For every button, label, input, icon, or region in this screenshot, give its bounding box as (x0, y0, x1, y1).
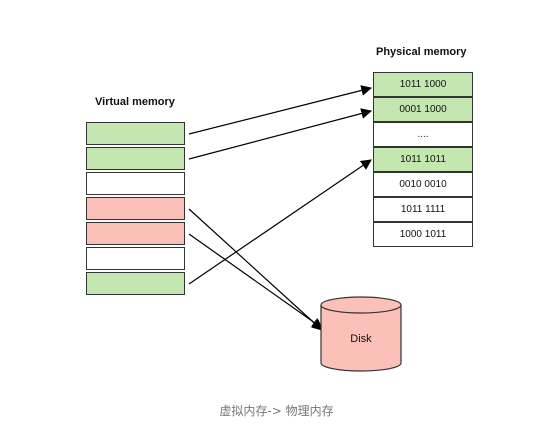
mapping-arrow (188, 159, 372, 285)
physical-memory-cell: 1000 1011 (373, 222, 473, 247)
physical-memory-cell: 1011 1111 (373, 197, 473, 222)
physical-memory-cell: 1011 1011 (373, 147, 473, 172)
disk-label: Disk (350, 333, 372, 345)
virtual-memory-block (86, 172, 185, 195)
virtual-memory-block (86, 222, 185, 245)
virtual-memory-block (86, 147, 185, 170)
physical-memory-cell: 0010 0010 (373, 172, 473, 197)
mapping-arrow (188, 108, 373, 160)
virtual-memory-block (86, 122, 185, 145)
mapping-arrow (188, 85, 373, 135)
virtual-memory-block (86, 197, 185, 220)
virtual-memory-block (86, 272, 185, 295)
disk-cylinder (320, 296, 402, 372)
physical-memory-cell: .... (373, 122, 473, 147)
virtual-memory-block (86, 247, 185, 270)
physical-memory-title: Physical memory (376, 46, 467, 58)
disk-arrow (188, 208, 323, 331)
disk-arrow (188, 233, 323, 329)
figure-caption: 虚拟内存-> 物理内存 (219, 404, 334, 418)
virtual-memory-title: Virtual memory (95, 96, 175, 108)
physical-memory-cell: 0001 1000 (373, 97, 473, 122)
physical-memory-cell: 1011 1000 (373, 72, 473, 97)
